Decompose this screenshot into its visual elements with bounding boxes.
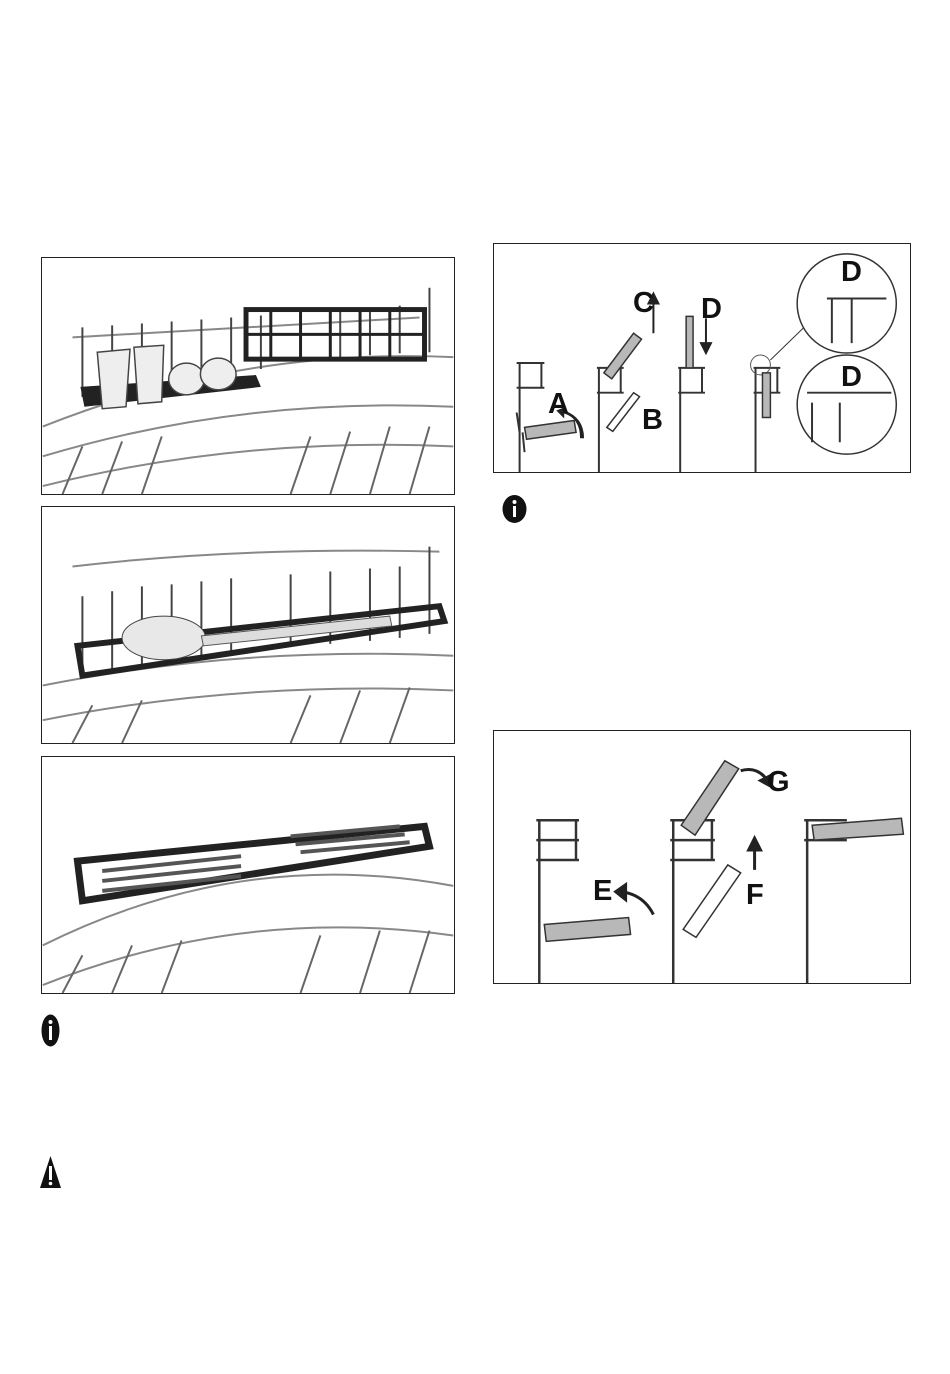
label-c: C	[633, 287, 654, 319]
figure-fold-sequence-2: E F G	[493, 730, 911, 984]
fold-sequence-1-illustration	[515, 253, 898, 472]
rack-ladle-illustration	[42, 546, 454, 743]
figure-rack-cutlery	[41, 756, 455, 994]
label-d-detail-bottom: D	[841, 361, 862, 393]
fold-sequence-2-illustration	[536, 759, 905, 983]
label-a: A	[548, 388, 569, 420]
label-d: D	[701, 293, 722, 325]
warning-icon	[40, 1156, 61, 1188]
label-d-detail-top: D	[841, 256, 862, 288]
figure-rack-cups	[41, 257, 455, 495]
figure-fold-sequence-1: A B C D D D	[493, 243, 911, 473]
rack-cups-illustration	[42, 287, 454, 494]
info-icon	[502, 495, 527, 523]
label-g: G	[767, 766, 790, 798]
label-b: B	[642, 404, 663, 436]
label-e: E	[593, 875, 613, 907]
label-f: F	[746, 879, 764, 911]
figure-rack-ladle	[41, 506, 455, 744]
rack-cutlery-illustration	[42, 822, 454, 993]
info-icon	[41, 1014, 60, 1047]
